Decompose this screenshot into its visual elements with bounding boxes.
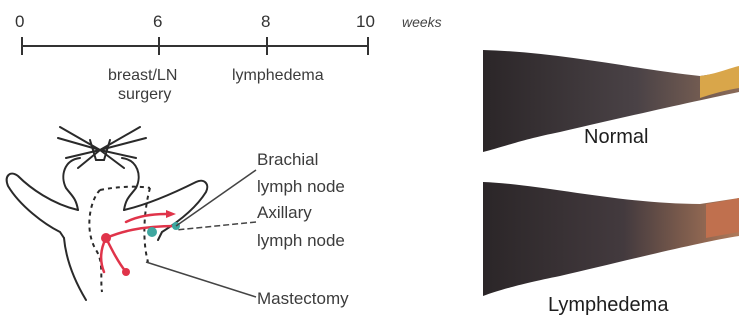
event-surgery-line2: surgery (118, 85, 171, 104)
brachial-node (147, 227, 157, 237)
arrow-head (166, 210, 176, 218)
lymph-vessels (101, 214, 176, 272)
label-brachial-1: Brachial (257, 146, 318, 173)
label-axillary-2: lymph node (257, 227, 345, 254)
lymph-nodes (101, 210, 180, 276)
timeline-unit-label: weeks (402, 15, 442, 29)
photo-label-lymphedema: Lymphedema (548, 295, 668, 315)
event-surgery-line1: breast/LN (108, 66, 177, 85)
vessel-node (122, 268, 130, 276)
label-axillary-1: Axillary (257, 199, 312, 226)
event-lymphedema: lymphedema (232, 66, 324, 85)
leader-lines (146, 170, 256, 297)
lymphedema-paw (706, 198, 739, 238)
photo-label-normal: Normal (584, 127, 648, 147)
label-brachial-2: lymph node (257, 173, 345, 200)
tick-label-10: 10 (356, 13, 375, 30)
label-mastectomy: Mastectomy (257, 285, 349, 312)
tick-label-8: 8 (261, 13, 270, 30)
axillary-node-left (101, 233, 111, 243)
mouse-outline (7, 127, 208, 300)
tick-label-0: 0 (15, 13, 24, 30)
mastectomy-outline (89, 187, 150, 292)
tick-label-6: 6 (153, 13, 162, 30)
